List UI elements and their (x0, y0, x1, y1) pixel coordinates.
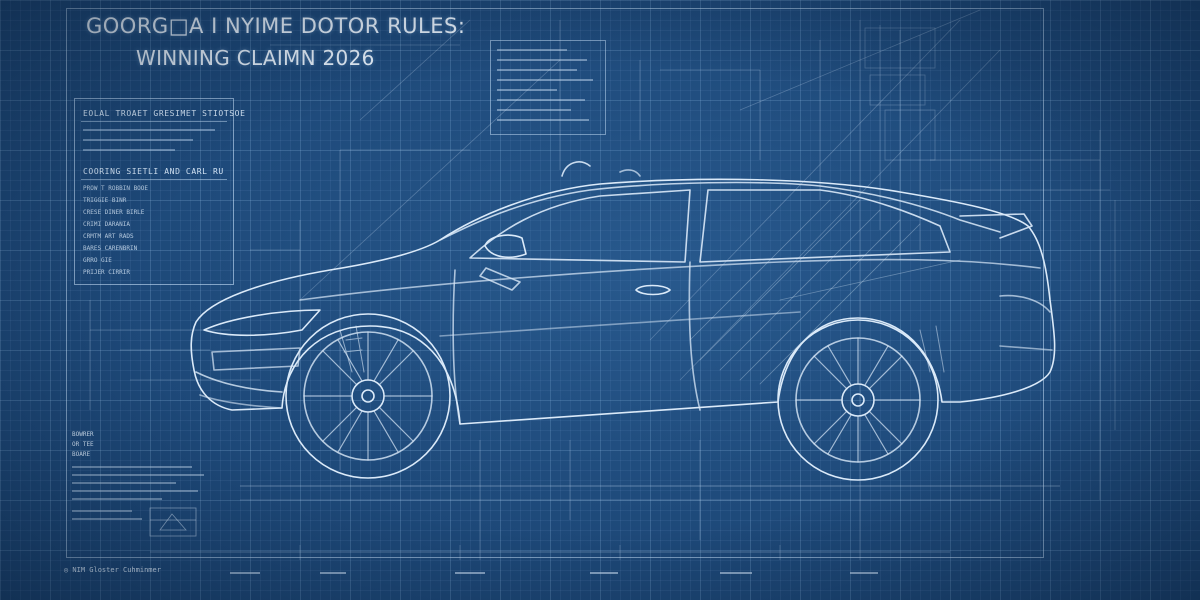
spec-heading: EOLAL TROAET GRESIMET STIOTSOE (83, 109, 246, 118)
notes-heading-line: OR TEE (72, 441, 94, 448)
spec-text-lines (83, 129, 223, 159)
page-title: GOORG□A I NYIME DOTOR RULES: (86, 14, 466, 38)
car-illustration (190, 161, 1056, 481)
spec-subheading: COORING SIETLI AND CARL RU (83, 167, 224, 176)
spec-divider (81, 121, 227, 122)
spec-item: PROW T ROBBIN BOOE (83, 185, 149, 192)
footer-stamp: ◎ NIM Gloster Cuhminmer (64, 566, 161, 574)
notes-heading-line: BOWRER (72, 431, 94, 438)
blueprint-frame (66, 8, 1044, 558)
spec-item: CRIMI DARANIA (83, 221, 130, 228)
spec-item: CRESE DINER BIRLE (83, 209, 145, 216)
rear-wheel (777, 319, 939, 481)
spec-list: PROW T ROBBIN BOOE TRIGGIE BINR CRESE DI… (83, 183, 223, 279)
spec-item: PRIJER CIRRIR (83, 269, 130, 276)
spec-divider (81, 179, 227, 180)
notes-scribbles (497, 49, 593, 121)
notes-panel (490, 40, 606, 135)
spec-item: CRMTM ART RADS (83, 233, 134, 240)
bottom-notes-panel: BOWRER OR TEE BOARE (72, 430, 217, 550)
spec-item: GRRO GIE (83, 257, 112, 264)
spec-panel: EOLAL TROAET GRESIMET STIOTSOE COORING S… (74, 98, 245, 285)
notes-heading-line: BOARE (72, 451, 91, 458)
spec-item: BARES CARENBRIN (83, 245, 138, 252)
spec-item: TRIGGIE BINR (83, 197, 127, 204)
front-wheel (285, 313, 451, 479)
notes-scribbles (72, 466, 204, 520)
page-subtitle: WINNING CLAIMN 2026 (136, 46, 375, 70)
